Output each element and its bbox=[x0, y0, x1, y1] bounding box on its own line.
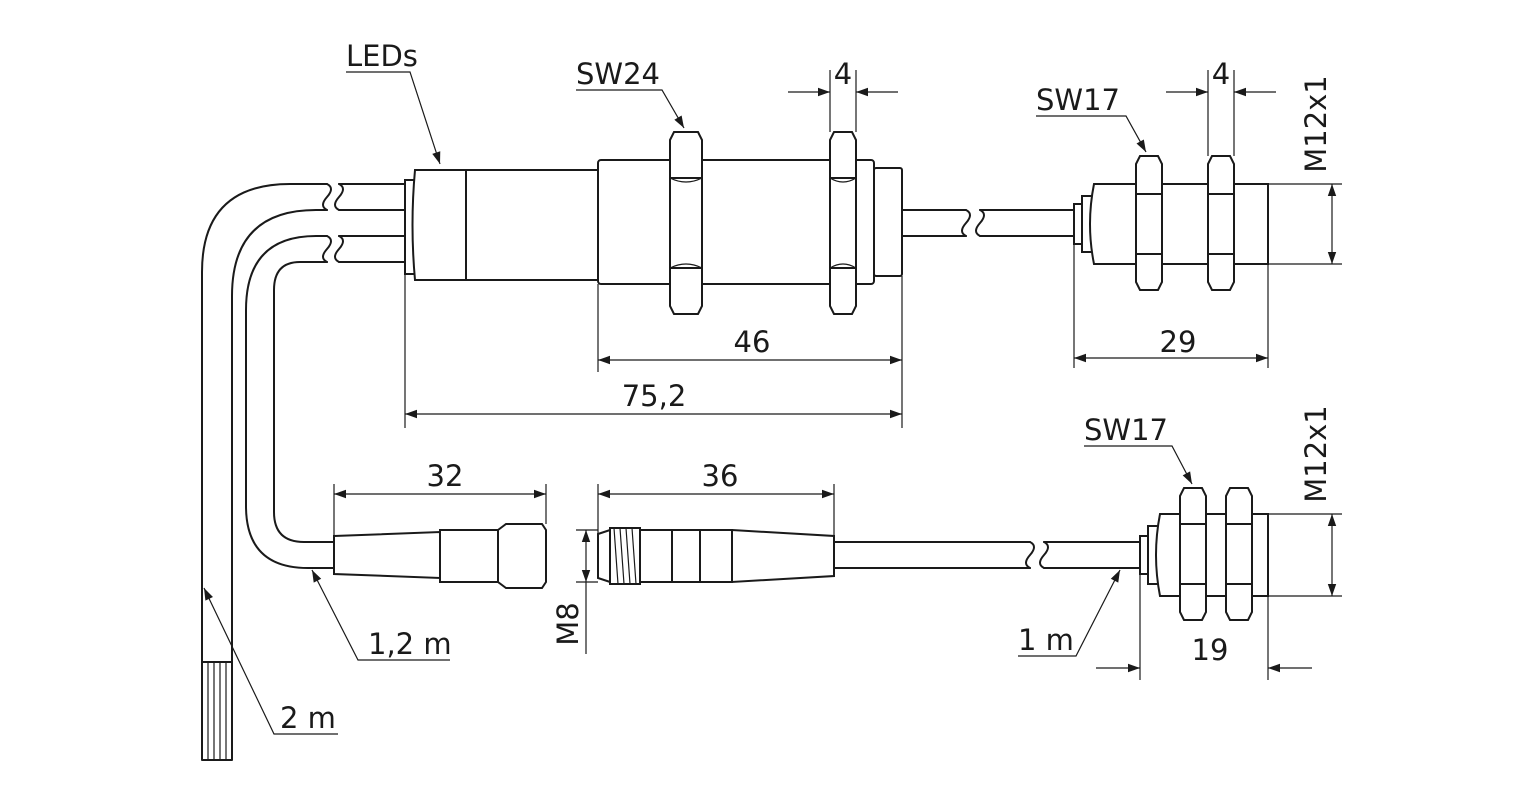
label-dim-46: 46 bbox=[734, 325, 771, 359]
main-sensor bbox=[404, 131, 903, 315]
label-dim-4-a: 4 bbox=[834, 57, 852, 91]
right-sensor bbox=[1073, 155, 1269, 291]
label-dim-75-2: 75,2 bbox=[622, 379, 687, 413]
label-dim-19: 19 bbox=[1192, 633, 1229, 667]
label-dim-32: 32 bbox=[427, 459, 464, 493]
label-cable-1-2m: 1,2 m bbox=[368, 627, 452, 661]
cable-bottom bbox=[833, 541, 1141, 569]
label-dim-4-b: 4 bbox=[1212, 57, 1230, 91]
label-dim-29: 29 bbox=[1160, 325, 1197, 359]
label-m12x1-top: M12x1 bbox=[1299, 75, 1333, 173]
label-m12x1-bottom: M12x1 bbox=[1299, 405, 1333, 503]
label-m8: M8 bbox=[551, 602, 585, 645]
label-dim-36: 36 bbox=[702, 459, 739, 493]
label-leds: LEDs bbox=[346, 39, 418, 73]
cable-main-right bbox=[901, 209, 1075, 237]
label-sw24: SW24 bbox=[576, 57, 660, 91]
male-connector bbox=[597, 527, 835, 585]
label-cable-1m: 1 m bbox=[1018, 623, 1074, 657]
dimension-lines bbox=[333, 70, 1342, 680]
label-sw17-bottom: SW17 bbox=[1084, 413, 1168, 447]
label-sw17-top: SW17 bbox=[1036, 83, 1120, 117]
female-connector bbox=[333, 523, 547, 589]
cable-1-2m bbox=[245, 235, 335, 569]
cable-2m bbox=[201, 183, 328, 761]
cable-break-left bbox=[322, 183, 406, 263]
bottom-right-sensor bbox=[1139, 487, 1269, 621]
leader-lines bbox=[203, 71, 1193, 735]
label-cable-2m: 2 m bbox=[280, 701, 336, 735]
